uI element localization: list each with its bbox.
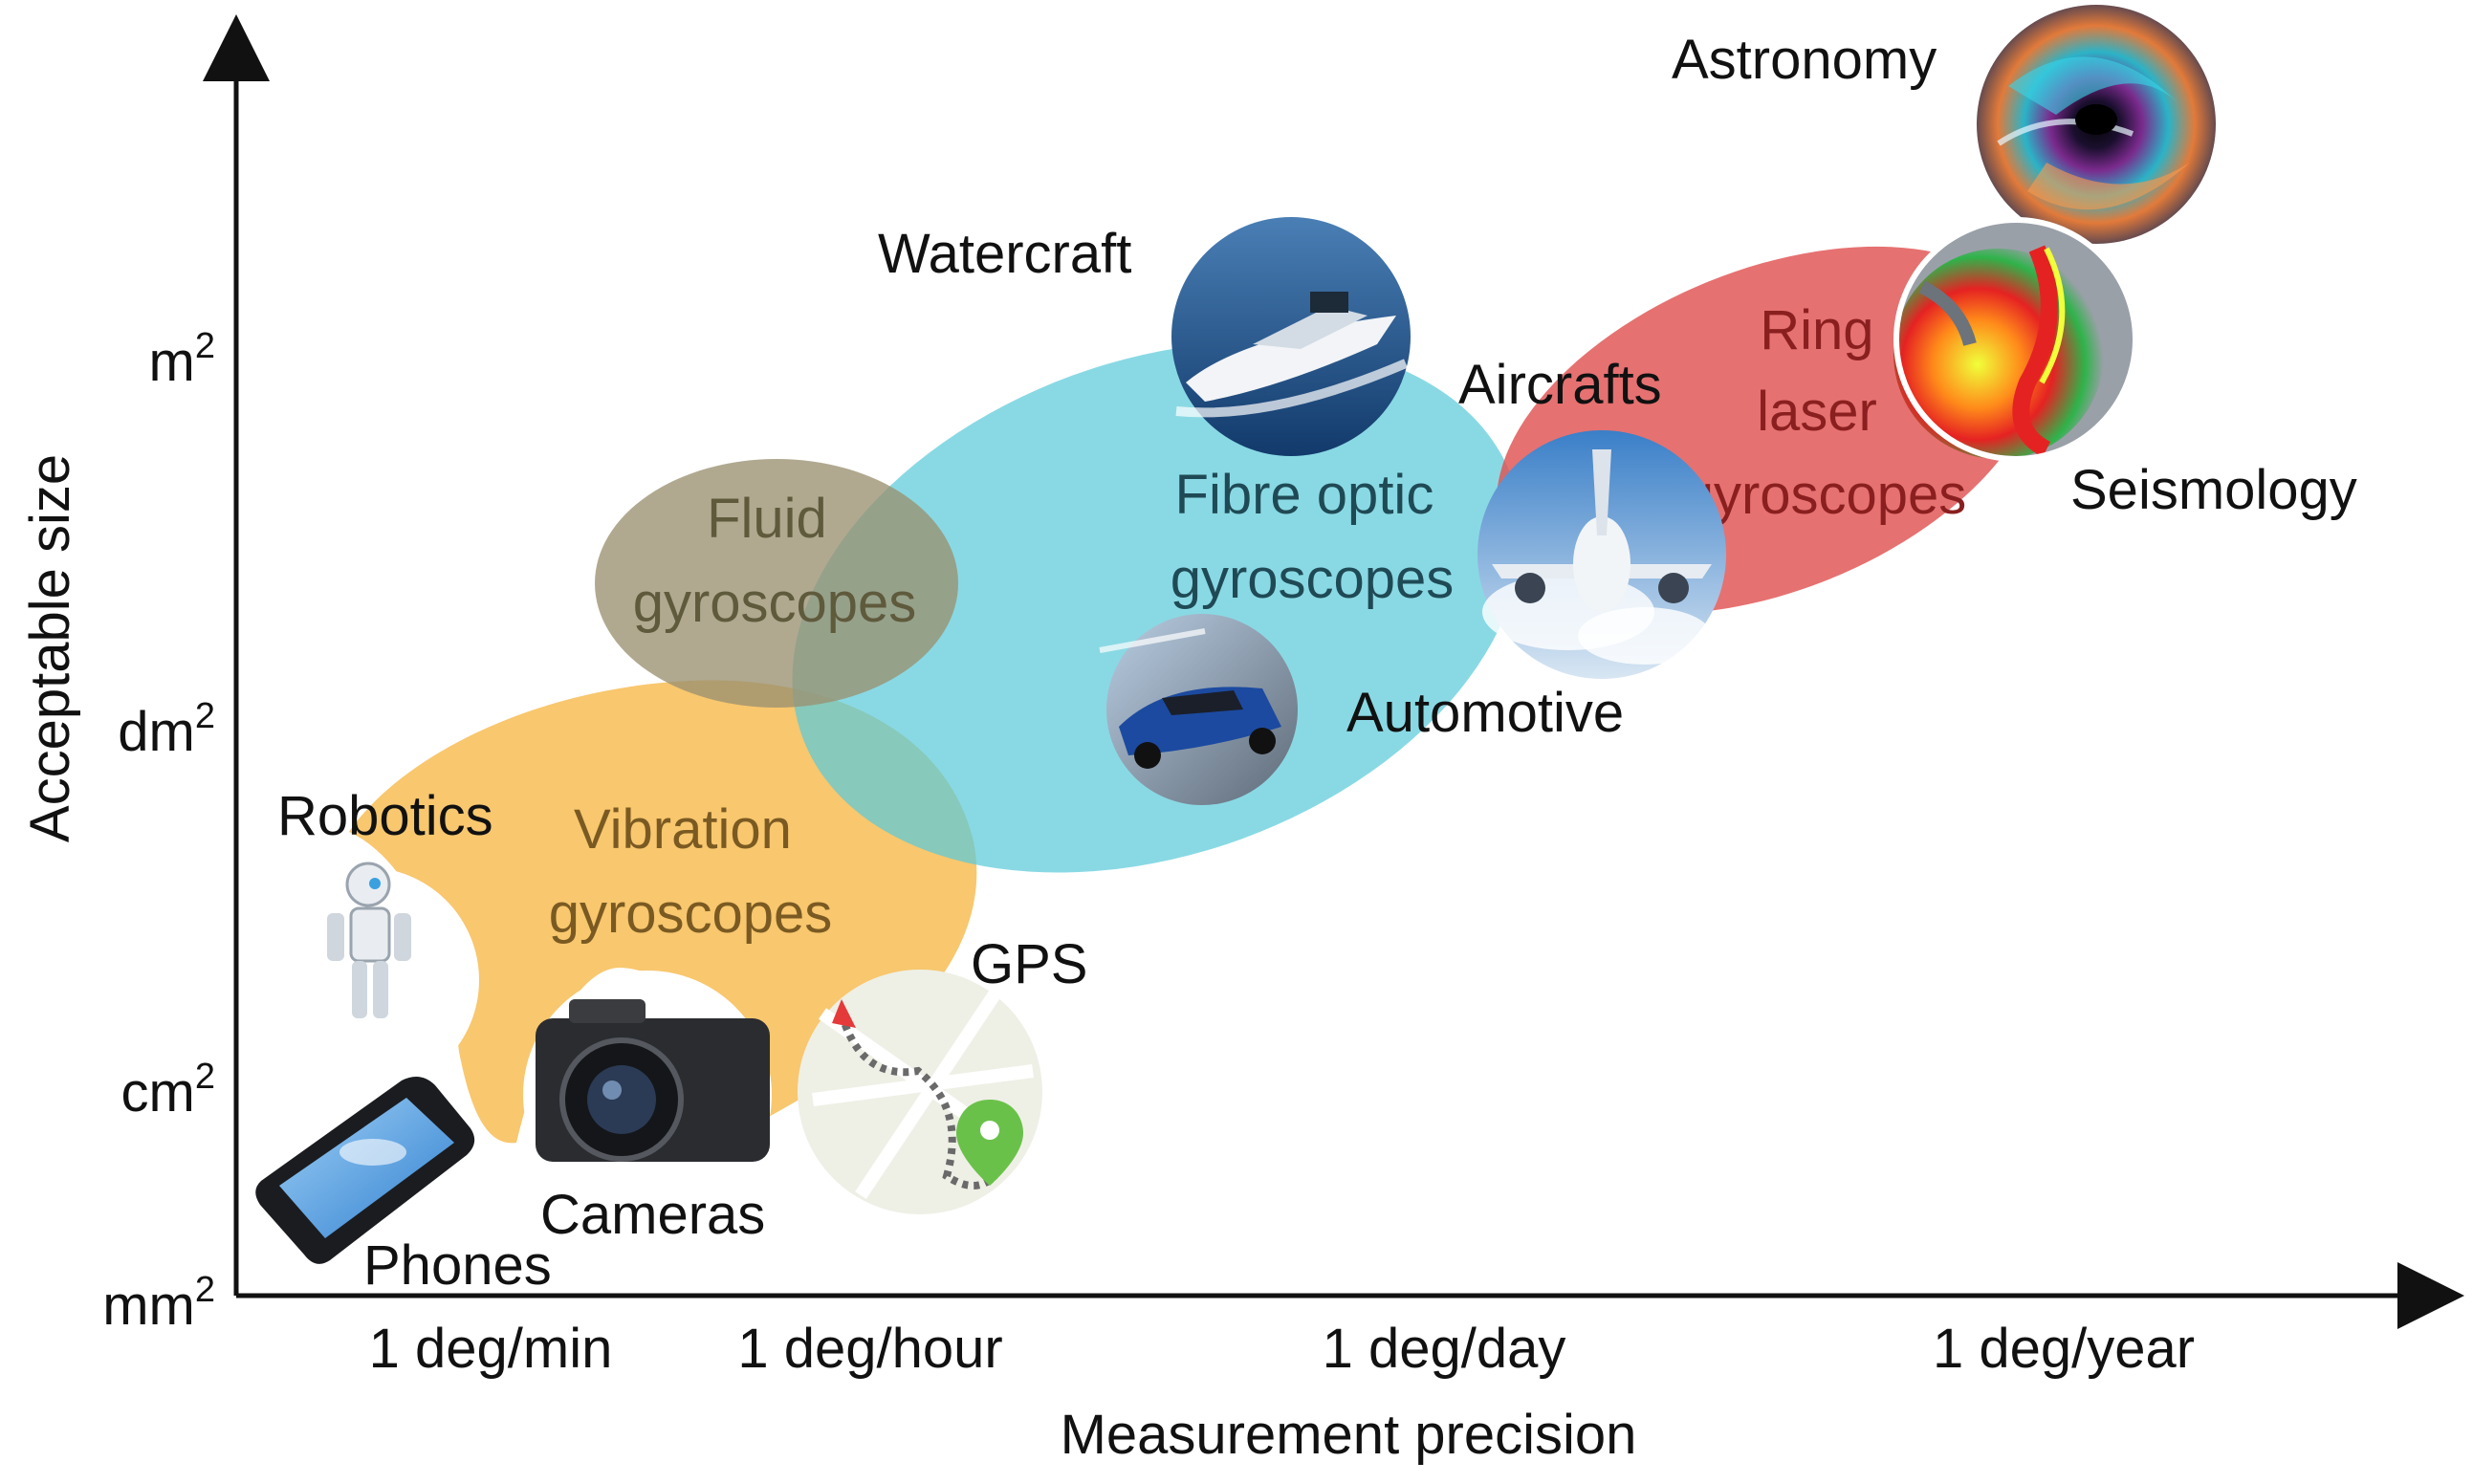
vibration-gyroscopes-label: Vibration gyroscopes	[549, 798, 833, 945]
y-tick-label-m2: m2	[149, 326, 215, 393]
seismic-globe-icon	[1893, 217, 2138, 462]
y-tick-label-dm2: dm2	[118, 696, 215, 763]
x-tick-label-deg-min: 1 deg/min	[369, 1318, 613, 1380]
application-label-seismology: Seismology	[2070, 459, 2357, 521]
x-axis-title: Measurement precision	[1061, 1404, 1637, 1466]
application-label-phones: Phones	[363, 1234, 552, 1297]
fibre-optic-gyroscopes-label: Fibre optic gyroscopes	[1171, 464, 1455, 610]
robot-icon	[253, 862, 479, 1093]
application-label-gps: GPS	[971, 933, 1088, 995]
smartphone-icon	[255, 1077, 475, 1264]
application-label-watercraft: Watercraft	[878, 223, 1131, 285]
fluid-gyroscopes-label: Fluid gyroscopes	[633, 488, 917, 634]
y-axis-title: Acceptable size	[19, 454, 81, 842]
fluid-gyroscopes-region	[595, 459, 958, 708]
application-label-robotics: Robotics	[277, 785, 493, 847]
ring-laser-gyroscopes-label: Ring laser gyroscopes	[1683, 299, 1967, 526]
y-tick-label-cm2: cm2	[121, 1057, 215, 1124]
application-label-automotive: Automotive	[1346, 682, 1624, 744]
camera-icon	[523, 971, 772, 1219]
application-label-astronomy: Astronomy	[1672, 29, 1937, 91]
fibre-optic-gyroscopes-region	[792, 341, 1522, 873]
y-tick-label-mm2: mm2	[102, 1270, 215, 1337]
application-label-cameras: Cameras	[540, 1184, 765, 1246]
x-tick-label-deg-day: 1 deg/day	[1323, 1318, 1566, 1380]
yacht-icon	[1171, 217, 1411, 456]
airplane-icon	[1477, 430, 1726, 679]
galaxy-icon	[1977, 5, 2216, 244]
race-car-icon	[1099, 614, 1298, 805]
application-label-aircrafts: Aircrafts	[1458, 354, 1662, 416]
x-tick-label-deg-hour: 1 deg/hour	[737, 1318, 1002, 1380]
map-pin-icon	[798, 970, 1042, 1214]
x-tick-label-deg-year: 1 deg/year	[1933, 1318, 2195, 1380]
